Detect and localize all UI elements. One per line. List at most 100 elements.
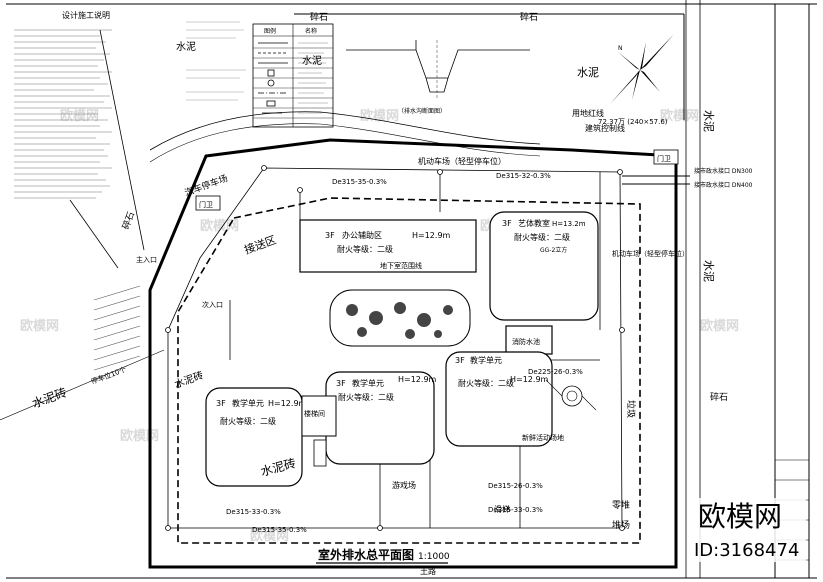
office-fire: 耐火等级：二级 xyxy=(337,244,393,254)
teach3-height: H=12.9m xyxy=(510,375,549,384)
pipe-label: De315-35-0.3% xyxy=(332,178,387,186)
label-garbage: 垃圾 xyxy=(625,400,637,418)
office-floors: 3F xyxy=(325,231,335,240)
gate-main-label: 门卫 xyxy=(657,154,671,163)
teach3-floors: 3F xyxy=(455,356,465,365)
building-teach-right: 3F 教学单元 H=12.9m 耐火等级：二级 xyxy=(445,351,553,447)
teach3-name: 教学单元 xyxy=(470,355,502,365)
label-sports: 机动车场（轻型停车位） xyxy=(418,156,506,166)
pipe-label: De315-32-0.3% xyxy=(496,172,551,180)
area-label: 72.37万 (240×57.6) xyxy=(598,118,668,126)
gates: 门卫 门卫 主入口 次入口 xyxy=(136,149,679,309)
road-left-diag xyxy=(99,29,145,251)
watermark-brand: 欧模网 xyxy=(698,500,782,533)
entrance-main-label: 主入口 xyxy=(136,255,157,264)
label-stack: 堆场 xyxy=(612,520,630,531)
road-label-bottom: 土路 xyxy=(420,566,436,576)
road-label-cement-right: 水泥 xyxy=(577,66,599,79)
art-extra: GG-2立方 xyxy=(540,246,567,254)
outfall-two: 接市政水接口 DN400 xyxy=(694,181,753,189)
control-line-label: 建筑控制线 xyxy=(585,123,625,133)
teach2-floors: 3F xyxy=(336,379,346,388)
teach1-name: 教学单元 xyxy=(232,398,264,408)
pipe-label: De315-26-0.3% xyxy=(488,482,543,490)
office-basement: 地下室范围线 xyxy=(380,261,422,270)
road-label-top-left: 碎石 xyxy=(310,11,328,23)
gate-side-label: 门卫 xyxy=(199,200,213,209)
pool-label: 消防水池 xyxy=(512,337,540,346)
watermark-tile: 欧模网 xyxy=(700,318,739,334)
road-label-cement-left: 水泥 xyxy=(176,40,196,53)
north-arrow: N xyxy=(610,34,674,104)
art-name: 艺体教室 xyxy=(518,218,550,228)
label-play: 游戏场 xyxy=(392,480,416,490)
red-line-label: 用地红线 xyxy=(572,108,604,118)
pipe-labels: De315-35-0.3% De315-32-0.3% De315-33-0.3… xyxy=(226,172,583,534)
title-text: 室外排水总平面图 xyxy=(318,547,414,562)
drawing-title: 室外排水总平面图 1:1000 xyxy=(316,547,450,564)
ditch-section-detail: （排水沟断面图） xyxy=(346,40,530,115)
teach2-name: 教学单元 xyxy=(352,378,384,388)
manhole xyxy=(437,169,443,175)
manhole xyxy=(377,525,383,531)
manhole xyxy=(619,327,625,333)
stair-label: 楼梯间 xyxy=(304,409,325,418)
manhole xyxy=(165,327,171,333)
road-label-cement-mid: 水泥 xyxy=(302,54,322,67)
fire-water-tank: 消防水池 xyxy=(505,325,553,355)
label-slide: 滑梯 xyxy=(494,504,510,514)
notes-title: 设计施工说明 xyxy=(62,10,110,20)
stair-block: 楼梯间 xyxy=(301,395,337,467)
teach1-height: H=12.9m xyxy=(268,399,307,408)
watermark-tile: 欧模网 xyxy=(120,428,159,444)
gate-box-main xyxy=(653,149,679,165)
parking-hatch xyxy=(93,285,141,371)
label-dump: 零堆 xyxy=(612,500,630,511)
manhole xyxy=(297,187,303,193)
pool-area xyxy=(329,289,471,347)
watermark-tile: 欧模网 xyxy=(20,318,59,334)
legend-header-figure: 图例 xyxy=(264,27,276,35)
manholes xyxy=(165,165,625,531)
watermark-stamp: 欧模网 ID:3168474 xyxy=(690,498,806,562)
office-height: H=12.9m xyxy=(412,231,451,240)
art-fire: 耐火等级：二级 xyxy=(514,232,570,242)
manhole xyxy=(619,525,625,531)
outfalls: 接市政水接口 DN300 接市政水接口 DN400 xyxy=(622,167,753,189)
road-label-right-upper: 水泥 xyxy=(702,110,715,132)
road-label-top-right: 碎石 xyxy=(520,11,538,23)
road-top-curve xyxy=(149,123,541,163)
legend-header-name: 名称 xyxy=(305,27,317,35)
pipe-label: De315-33-0.3% xyxy=(226,508,281,516)
road-label-right-lower: 水泥 xyxy=(702,260,715,282)
road-top-curve xyxy=(149,111,541,151)
teach3-fire: 耐火等级：二级 xyxy=(458,378,514,388)
road-left-diag xyxy=(69,199,119,269)
art-height: H=13.2m xyxy=(552,220,586,228)
watermark-tile: 欧模网 xyxy=(250,528,289,544)
building-office: 3F 办公辅助区 H=12.9m 耐火等级：二级 地下室范围线 xyxy=(299,219,477,273)
roads: 碎石 碎石 水泥 水泥 水泥 水泥 水泥 碎石 碎石 土路 xyxy=(0,0,728,578)
legend-table: 图例 名称 xyxy=(252,23,334,128)
label-sports-right: 机动车场（轻型停车位） xyxy=(612,249,689,258)
outfall-one: 接市政水接口 DN300 xyxy=(694,167,753,175)
road-label-right-gravel: 碎石 xyxy=(710,391,728,403)
building-art: 3F 艺体教室 H=13.2m 耐火等级：二级 GG-2立方 xyxy=(489,211,599,321)
manhole xyxy=(617,169,623,175)
pipe-label: De225-26-0.3% xyxy=(528,368,583,376)
title-scale: 1:1000 xyxy=(418,552,450,562)
building-teach-mid: 3F 教学单元 H=12.9m 耐火等级：二级 xyxy=(325,371,437,465)
site-boundary xyxy=(148,138,678,569)
manhole xyxy=(165,525,171,531)
label-fresh: 新鲜活动场地 xyxy=(522,433,564,442)
building-teach-left: 3F 教学单元 H=12.9m 耐火等级：二级 xyxy=(205,387,307,487)
entrance-side-label: 次入口 xyxy=(202,300,223,309)
pipe-label: De315-35-0.3% xyxy=(252,526,307,534)
road-left-low xyxy=(0,349,165,421)
watermark-tile: 欧模网 xyxy=(660,108,699,124)
slide-symbol xyxy=(545,379,597,411)
art-floors: 3F xyxy=(502,219,512,228)
office-name: 办公辅助区 xyxy=(342,230,382,240)
teach2-fire: 耐火等级：二级 xyxy=(338,392,394,402)
